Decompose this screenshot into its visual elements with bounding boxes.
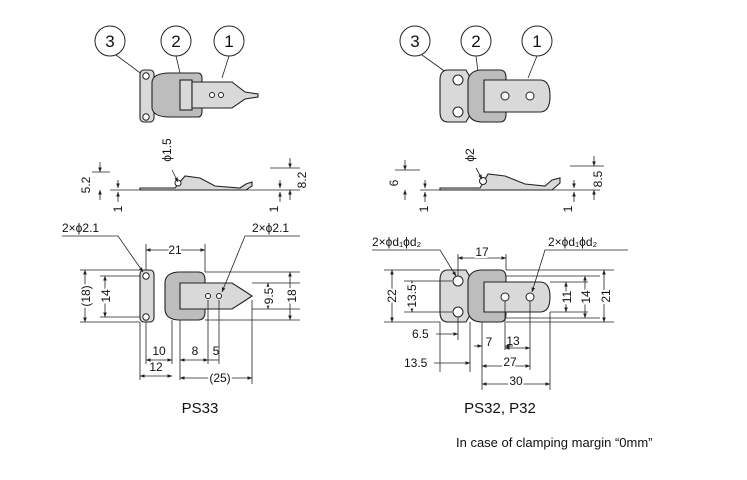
callout-3-bubble (94, 25, 126, 57)
ps32-plan-hole (452, 275, 464, 287)
ps33-mount-hole (142, 72, 150, 80)
ps32-side-profile (439, 173, 561, 191)
ps33-dim-10: 10 (152, 344, 166, 358)
callout-3-bubble (399, 25, 431, 57)
ps32-dim-6-5: 6.5 (412, 327, 429, 341)
ps32-mount-hole (452, 74, 464, 86)
callout-1-label: 1 (532, 32, 541, 51)
ps33-hook-hole (209, 92, 215, 98)
ps33-dim-pin-dia: ϕ1.5 (160, 138, 174, 162)
ps33-right-hole-label: 2×ϕ2.1 (252, 221, 289, 235)
ps32-caption: PS32, P32 (464, 400, 536, 417)
ps33-dim-8: 8 (192, 344, 199, 358)
ps32-dim-14: 14 (579, 290, 593, 304)
ps33-mount-hole (142, 113, 150, 121)
ps32-plan-hole (452, 306, 464, 318)
ps33-dim-9-5: 9.5 (262, 287, 276, 304)
ps32-hook-hole (525, 91, 535, 101)
ps32-left-hole-label: 2×ϕd₁ϕd₂ (372, 235, 422, 249)
ps33-caption: PS33 (182, 400, 219, 417)
ps32-dim-pin-dia: ϕ2 (463, 148, 477, 162)
ps32-mount-hole (452, 106, 464, 118)
ps33-dim-5-2: 5.2 (79, 176, 93, 193)
ps33-dim-21: 21 (168, 243, 182, 257)
ps32-top-view: 3 2 1 (399, 25, 553, 123)
ps32-dim-11: 11 (560, 290, 574, 303)
ps33-dim-thickness-1b: 1 (267, 205, 281, 212)
ps33-side-view: 5.2 1 8.2 1 ϕ1.5 (79, 138, 309, 212)
ps32-dim-13-5: 13.5 (405, 284, 419, 308)
ps32-hook-hole (500, 91, 510, 101)
ps33-dim-thickness-1: 1 (111, 205, 125, 212)
ps32-dim-13-5-b: 13.5 (404, 356, 428, 370)
callout-3-label: 3 (105, 32, 114, 51)
ps33-dim-14: 14 (99, 289, 113, 303)
ps32-plan-hook-hole (500, 292, 510, 302)
ps32-dim-thickness-1: 1 (417, 205, 431, 212)
callout-2-label: 2 (471, 32, 480, 51)
ps32-dim-8-5: 8.5 (591, 170, 605, 187)
ps32-side-pin (479, 177, 487, 185)
ps33-dim-25-ref: (25) (209, 371, 230, 385)
ps32-dim-21: 21 (599, 289, 613, 303)
callout-2-label: 2 (171, 32, 180, 51)
ps32-side-view: 6 1 8.5 1 ϕ2 (387, 148, 605, 212)
ps33-dim-18-ref: (18) (79, 285, 93, 306)
ps32-dim-6: 6 (387, 179, 401, 186)
ps33-dim-5: 5 (213, 344, 220, 358)
ps33-hook-hole (218, 92, 224, 98)
ps33-plan-hole (142, 313, 150, 321)
ps33-plan-view: 2×ϕ2.1 2×ϕ2.1 21 (18) 14 9.5 18 (62, 221, 301, 387)
ps33-dim-8-2: 8.2 (295, 171, 309, 188)
ps33-side-pin (174, 179, 182, 187)
ps33-plan-hook-hole (216, 293, 222, 299)
ps32-plan-view: 2×ϕd₁ϕd₂ 2×ϕd₁ϕd₂ 17 22 13.5 11 14 21 (372, 235, 628, 390)
ps32-hook (483, 79, 551, 113)
ps32-right-hole-label: 2×ϕd₁ϕd₂ (548, 235, 598, 249)
ps32-dim-22: 22 (385, 289, 399, 303)
ps32-dim-30: 30 (509, 374, 523, 388)
ps33-plan-hole (142, 272, 150, 280)
ps33-top-view: 3 2 1 (94, 25, 259, 123)
ps33-hinge (179, 79, 193, 111)
ps32-dim-17: 17 (475, 245, 489, 259)
clamping-note: In case of clamping margin “0mm” (456, 435, 653, 450)
ps33-hook (191, 81, 259, 109)
callout-1-label: 1 (224, 32, 233, 51)
ps32-dim-7: 7 (486, 335, 493, 349)
ps32-dim-27: 27 (503, 355, 517, 369)
ps33-side-profile (139, 175, 253, 191)
ps32-plan-hook (483, 281, 551, 313)
ps33-dim-12: 12 (149, 360, 163, 374)
callout-3-label: 3 (410, 32, 419, 51)
ps33-left-hole-label: 2×ϕ2.1 (62, 221, 99, 235)
ps33-plan-base (139, 269, 155, 323)
ps32-dim-thickness-1b: 1 (561, 205, 575, 212)
ps32-plan-hook-hole (525, 292, 535, 302)
ps32-dim-13: 13 (506, 334, 520, 348)
ps33-dim-18: 18 (285, 289, 299, 303)
ps33-plan-hook-hole (205, 293, 211, 299)
